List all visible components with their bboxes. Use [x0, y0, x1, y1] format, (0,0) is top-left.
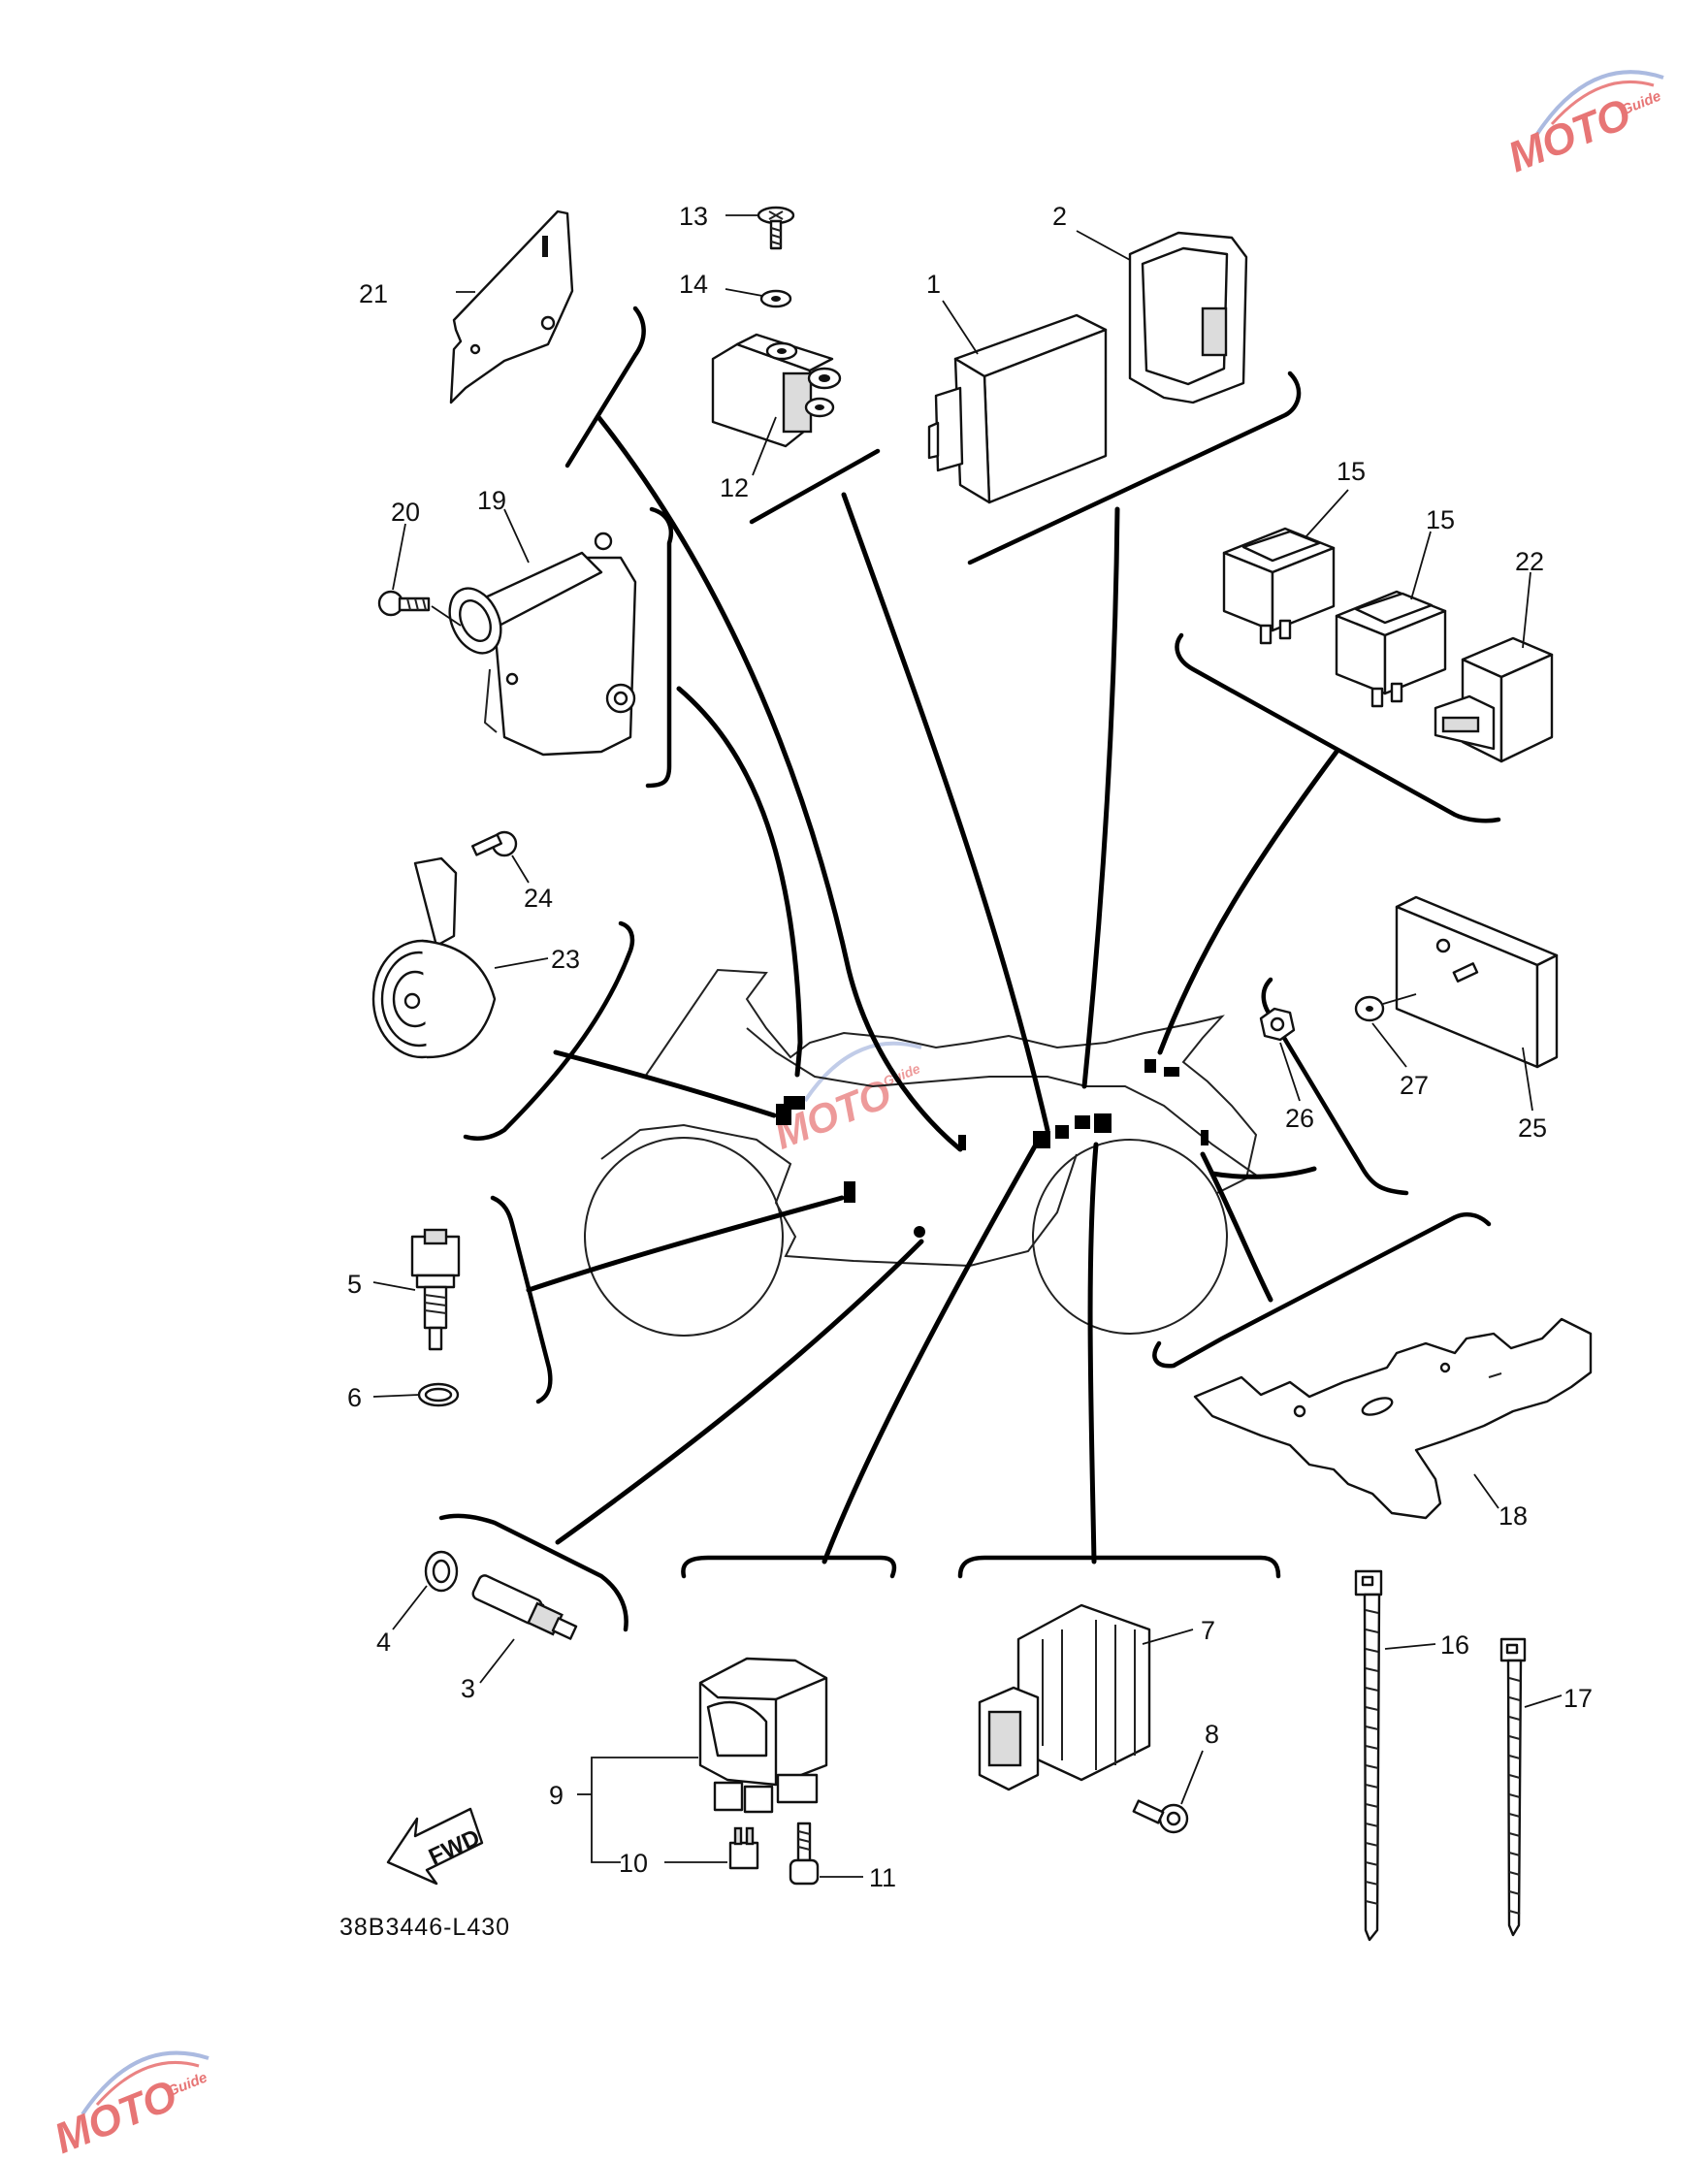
fwd-direction-arrow: FWD: [386, 1807, 484, 1886]
callout-4: 4: [376, 1628, 391, 1657]
drawing-code: 38B3446-L430: [339, 1914, 510, 1941]
part-19-cover-unit: [448, 508, 637, 757]
part-13-screw: [725, 206, 795, 250]
part-11-bolt: [789, 1822, 863, 1886]
part-6-gasket: [372, 1382, 460, 1407]
callout-1: 1: [926, 270, 941, 299]
callout-9: 9: [549, 1781, 564, 1810]
part-21-bracket-plate: [449, 210, 574, 404]
part-23-horn: [371, 856, 549, 1059]
callout-2: 2: [1052, 202, 1067, 231]
part-9-starter-relay: [577, 1657, 828, 1863]
part-4-washer: [392, 1550, 459, 1630]
callout-22: 22: [1515, 547, 1544, 576]
part-16-cable-tie: [1354, 1569, 1436, 1942]
part-26-nut: [1259, 1007, 1301, 1102]
callout-20: 20: [391, 498, 420, 527]
watermark-text: MOTO: [1501, 90, 1637, 182]
rear-wheel-outline: [584, 1137, 784, 1337]
callout-labels: 1 2 3 4 5 6 7 8 9 10 11 12 13 14 15 15 1…: [347, 202, 1593, 1892]
callout-7: 7: [1201, 1616, 1215, 1645]
part-25-module: [1395, 895, 1559, 1112]
callout-5: 5: [347, 1270, 362, 1299]
part-18-mounting-plate: [1193, 1317, 1593, 1520]
watermark-bottom-left: MOTO Guide: [48, 2050, 209, 2161]
callout-27: 27: [1400, 1071, 1429, 1100]
callout-26: 26: [1285, 1104, 1314, 1133]
part-8-bolt: [1132, 1750, 1204, 1834]
part-2-ecu-cover: [1076, 230, 1248, 404]
part-22-flasher-relay: [1434, 571, 1554, 763]
callout-13: 13: [679, 202, 708, 231]
callout-24: 24: [524, 884, 553, 913]
harness-connectors: [776, 1059, 1208, 1238]
harness-lines: [526, 414, 1339, 1564]
callout-15b: 15: [1426, 505, 1455, 534]
callout-25: 25: [1518, 1113, 1547, 1143]
part-7-rectifier-regulator: [978, 1603, 1194, 1791]
callout-6: 6: [347, 1383, 362, 1412]
callout-19: 19: [477, 486, 506, 515]
part-15-relay-a: [1222, 489, 1349, 645]
callout-23: 23: [551, 945, 580, 974]
callout-10: 10: [619, 1849, 648, 1878]
part-3-sensor: [471, 1574, 578, 1684]
callout-11: 11: [869, 1863, 896, 1892]
part-24-bolt: [470, 830, 530, 884]
callout-12: 12: [720, 473, 749, 502]
part-20-bolt: [377, 523, 462, 627]
watermark-subtext: Guide: [1619, 88, 1663, 119]
body-outline: [644, 968, 1258, 1194]
part-12-sensor: [711, 333, 842, 476]
callout-16: 16: [1440, 1630, 1469, 1660]
callout-17: 17: [1563, 1684, 1593, 1713]
part-1-ecu: [927, 300, 1108, 504]
part-15-relay-b: [1335, 531, 1447, 708]
part-27-washer: [1354, 993, 1417, 1068]
part-5-temperature-sensor: [372, 1228, 461, 1351]
callout-21: 21: [359, 279, 388, 308]
callout-8: 8: [1205, 1720, 1219, 1749]
group-brackets: [438, 306, 1501, 1632]
part-10-fuse: [664, 1826, 759, 1870]
watermark-subtext: Guide: [165, 2069, 209, 2100]
part-17-cable-tie: [1499, 1637, 1563, 1937]
motorcycle-outline: [584, 968, 1262, 1337]
watermark-top-right: MOTO Guide: [1501, 70, 1664, 182]
front-wheel-outline: [1032, 1139, 1228, 1335]
frame-outline: [746, 1027, 1262, 1179]
callout-3: 3: [461, 1674, 475, 1703]
callout-18: 18: [1499, 1501, 1528, 1531]
lower-frame-outline: [600, 1123, 1078, 1268]
callout-14: 14: [679, 270, 708, 299]
callout-15a: 15: [1337, 457, 1366, 486]
part-14-washer: [725, 288, 792, 308]
